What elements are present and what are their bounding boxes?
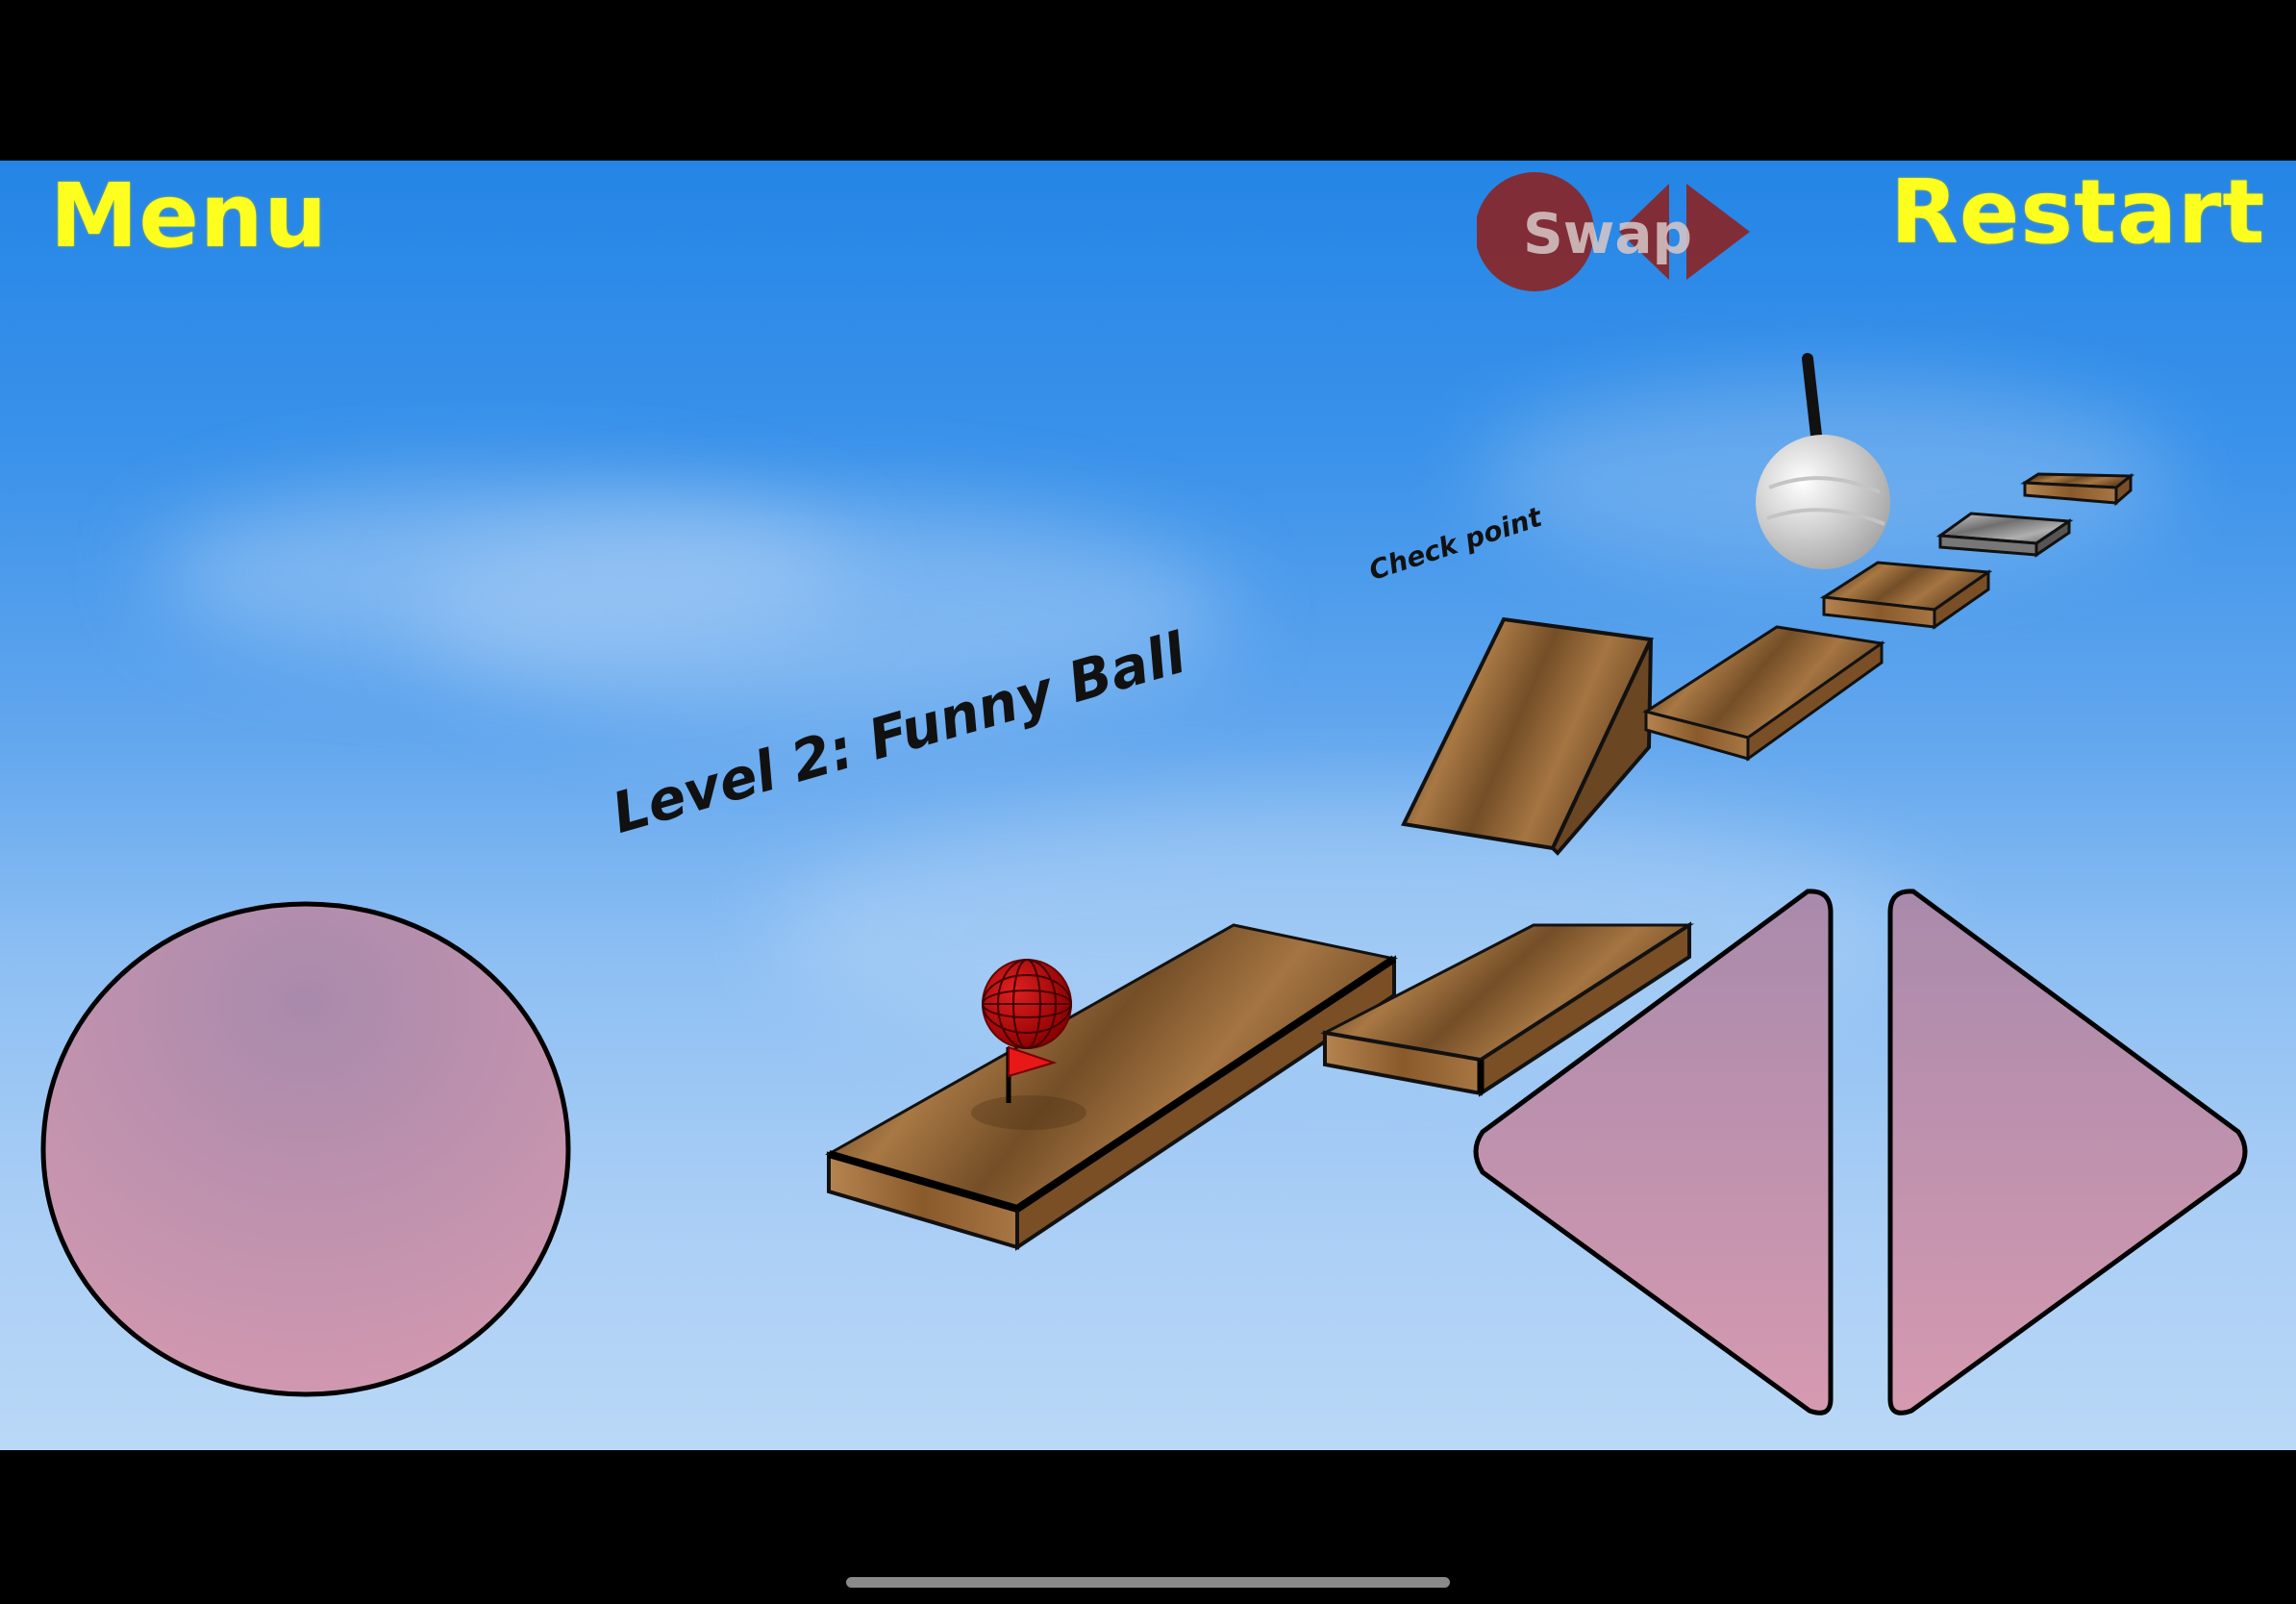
game-viewport: Menu Swap Restart bbox=[0, 161, 2296, 1450]
swap-label: Swap bbox=[1523, 201, 1693, 266]
ramp-base-platform bbox=[1320, 921, 1695, 1097]
menu-button[interactable]: Menu bbox=[50, 164, 328, 267]
jump-button[interactable] bbox=[38, 899, 573, 1399]
jump-pad-icon bbox=[40, 901, 571, 1397]
top-letterbox bbox=[0, 0, 2296, 161]
white-ball bbox=[1756, 353, 1890, 569]
move-right-button[interactable] bbox=[1884, 884, 2250, 1420]
player-ball bbox=[982, 959, 1072, 1049]
ball-shadow bbox=[971, 1095, 1086, 1130]
ramp bbox=[1401, 616, 1654, 856]
platform-4 bbox=[1819, 561, 1993, 630]
move-left-button[interactable] bbox=[1471, 884, 1838, 1420]
left-arrow-icon bbox=[1473, 889, 1834, 1416]
platform-6 bbox=[2020, 472, 2135, 507]
right-arrow-icon bbox=[1887, 889, 2248, 1416]
start-platform bbox=[825, 923, 1398, 1251]
start-flag-icon bbox=[1006, 1045, 1058, 1103]
home-indicator[interactable] bbox=[846, 1577, 1450, 1588]
swap-button[interactable]: Swap bbox=[1475, 172, 1756, 297]
swap-icon bbox=[1475, 172, 1750, 291]
game-scene bbox=[825, 353, 2135, 1251]
metal-platform bbox=[1935, 512, 2074, 558]
restart-button[interactable]: Restart bbox=[1890, 161, 2266, 263]
platform-3 bbox=[1642, 625, 1885, 762]
